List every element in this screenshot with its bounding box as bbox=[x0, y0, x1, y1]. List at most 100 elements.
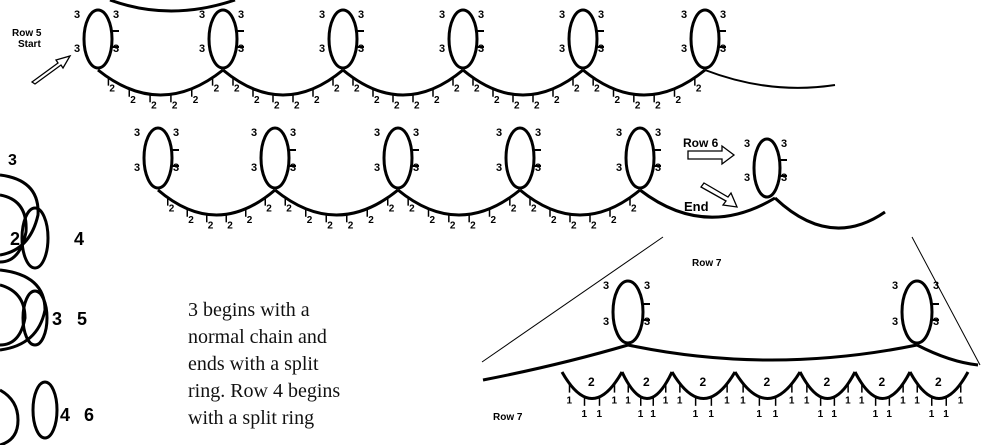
ring-count: 3 bbox=[439, 9, 445, 21]
row6-end-chain bbox=[773, 196, 886, 230]
row6-arrow bbox=[687, 144, 736, 166]
ring-count: 3 bbox=[598, 43, 604, 55]
ring-count: 3 bbox=[238, 43, 244, 55]
row7-split-chain bbox=[908, 371, 970, 400]
chain-count: 2 bbox=[172, 100, 178, 111]
ring-count: 3 bbox=[173, 127, 179, 139]
row7-count: 1 bbox=[958, 396, 964, 407]
ring-count: 3 bbox=[720, 43, 726, 55]
row7-lower-label: Row 7 bbox=[493, 412, 523, 423]
row7-split-chain bbox=[733, 371, 802, 400]
ring-count: 3 bbox=[134, 127, 140, 139]
chain-count: 2 bbox=[109, 84, 115, 95]
row7-split-chain bbox=[853, 371, 912, 400]
chain-count: 2 bbox=[531, 204, 537, 215]
row6-label: Row 6 bbox=[683, 136, 719, 150]
ring-count: 3 bbox=[478, 9, 484, 21]
row7-upper-chain bbox=[482, 343, 629, 382]
row7-count: 1 bbox=[677, 396, 683, 407]
ring-count: 3 bbox=[744, 138, 750, 150]
chain-count: 2 bbox=[534, 100, 540, 111]
row7-count: 2 bbox=[588, 375, 595, 389]
chain-arc bbox=[157, 188, 276, 217]
tatting-ring bbox=[142, 126, 174, 190]
row7-count: 1 bbox=[740, 396, 746, 407]
chain-count: 2 bbox=[354, 84, 360, 95]
row7-upper-chain bbox=[916, 343, 979, 367]
chain-count: 2 bbox=[307, 215, 313, 226]
chain-count: 2 bbox=[214, 84, 220, 95]
ring-count: 3 bbox=[933, 316, 939, 328]
row7-count: 1 bbox=[724, 396, 730, 407]
ring-count: 3 bbox=[319, 9, 325, 21]
tatting-ring bbox=[207, 8, 239, 70]
row7-count: 1 bbox=[873, 409, 879, 420]
chain-count: 2 bbox=[696, 84, 702, 95]
ring-count: 3 bbox=[290, 162, 296, 174]
left-number-4-a: 4 bbox=[74, 229, 84, 249]
row7-upper-label: Row 7 bbox=[692, 258, 722, 269]
tatting-ring bbox=[900, 279, 934, 345]
ring-count: 3 bbox=[603, 280, 609, 292]
tatting-ring bbox=[624, 126, 656, 190]
chain-count: 2 bbox=[274, 100, 280, 111]
row7-count: 1 bbox=[650, 409, 656, 420]
ring-count: 3 bbox=[134, 162, 140, 174]
chain-count: 2 bbox=[414, 100, 420, 111]
chain-arc bbox=[397, 188, 521, 217]
row7-count: 1 bbox=[612, 396, 618, 407]
chain-count: 2 bbox=[594, 84, 600, 95]
ring-count: 3 bbox=[478, 43, 484, 55]
chain-count: 2 bbox=[655, 100, 661, 111]
row7-count: 2 bbox=[824, 375, 831, 389]
row7-count: 1 bbox=[756, 409, 762, 420]
chain-count: 2 bbox=[348, 220, 354, 231]
ring-count: 3 bbox=[113, 43, 119, 55]
chain-count: 2 bbox=[389, 204, 395, 215]
row7-count: 1 bbox=[831, 409, 837, 420]
chain-count: 2 bbox=[511, 204, 517, 215]
chain-count: 2 bbox=[434, 95, 440, 106]
chain-count: 2 bbox=[169, 204, 175, 215]
ring-count: 3 bbox=[535, 162, 541, 174]
chain-count: 2 bbox=[193, 95, 199, 106]
row7-count: 2 bbox=[700, 375, 707, 389]
ring-count: 3 bbox=[744, 172, 750, 184]
ring-count: 3 bbox=[535, 127, 541, 139]
instruction-note: 3 begins with a normal chain and ends wi… bbox=[188, 299, 341, 429]
chain-arc bbox=[462, 68, 584, 97]
chain-count: 2 bbox=[574, 84, 580, 95]
chain-count: 2 bbox=[554, 95, 560, 106]
row7-count: 2 bbox=[764, 375, 771, 389]
ring-count: 3 bbox=[374, 162, 380, 174]
left-number-3-top: 3 bbox=[8, 152, 17, 169]
chain-count: 2 bbox=[514, 100, 520, 111]
ring-count: 3 bbox=[439, 43, 445, 55]
row7-count: 1 bbox=[886, 409, 892, 420]
left-number-2-a: 2 bbox=[10, 229, 20, 249]
ring-count: 3 bbox=[603, 316, 609, 328]
row7-count: 2 bbox=[935, 375, 942, 389]
chain-count: 2 bbox=[491, 215, 497, 226]
row7-count: 1 bbox=[789, 396, 795, 407]
chain-count: 2 bbox=[334, 84, 340, 95]
row7-count: 1 bbox=[804, 396, 810, 407]
ring-count: 3 bbox=[290, 127, 296, 139]
tatting-ring bbox=[327, 8, 359, 70]
ring-count: 3 bbox=[598, 9, 604, 21]
row7-upper-chain bbox=[627, 343, 918, 362]
row5-label-line2: Start bbox=[18, 39, 41, 50]
row7-count: 1 bbox=[625, 396, 631, 407]
row7-count: 1 bbox=[845, 396, 851, 407]
ring-count: 3 bbox=[251, 162, 257, 174]
left-number-4-b: 4 bbox=[60, 405, 70, 425]
chain-count: 2 bbox=[409, 204, 415, 215]
chain-count: 2 bbox=[368, 215, 374, 226]
top-arc-fragment bbox=[109, 0, 236, 13]
ring-count: 3 bbox=[892, 316, 898, 328]
tatting-ring bbox=[259, 126, 291, 190]
chain-count: 2 bbox=[394, 100, 400, 111]
row7-count: 1 bbox=[943, 409, 949, 420]
chain-count: 2 bbox=[227, 220, 233, 231]
